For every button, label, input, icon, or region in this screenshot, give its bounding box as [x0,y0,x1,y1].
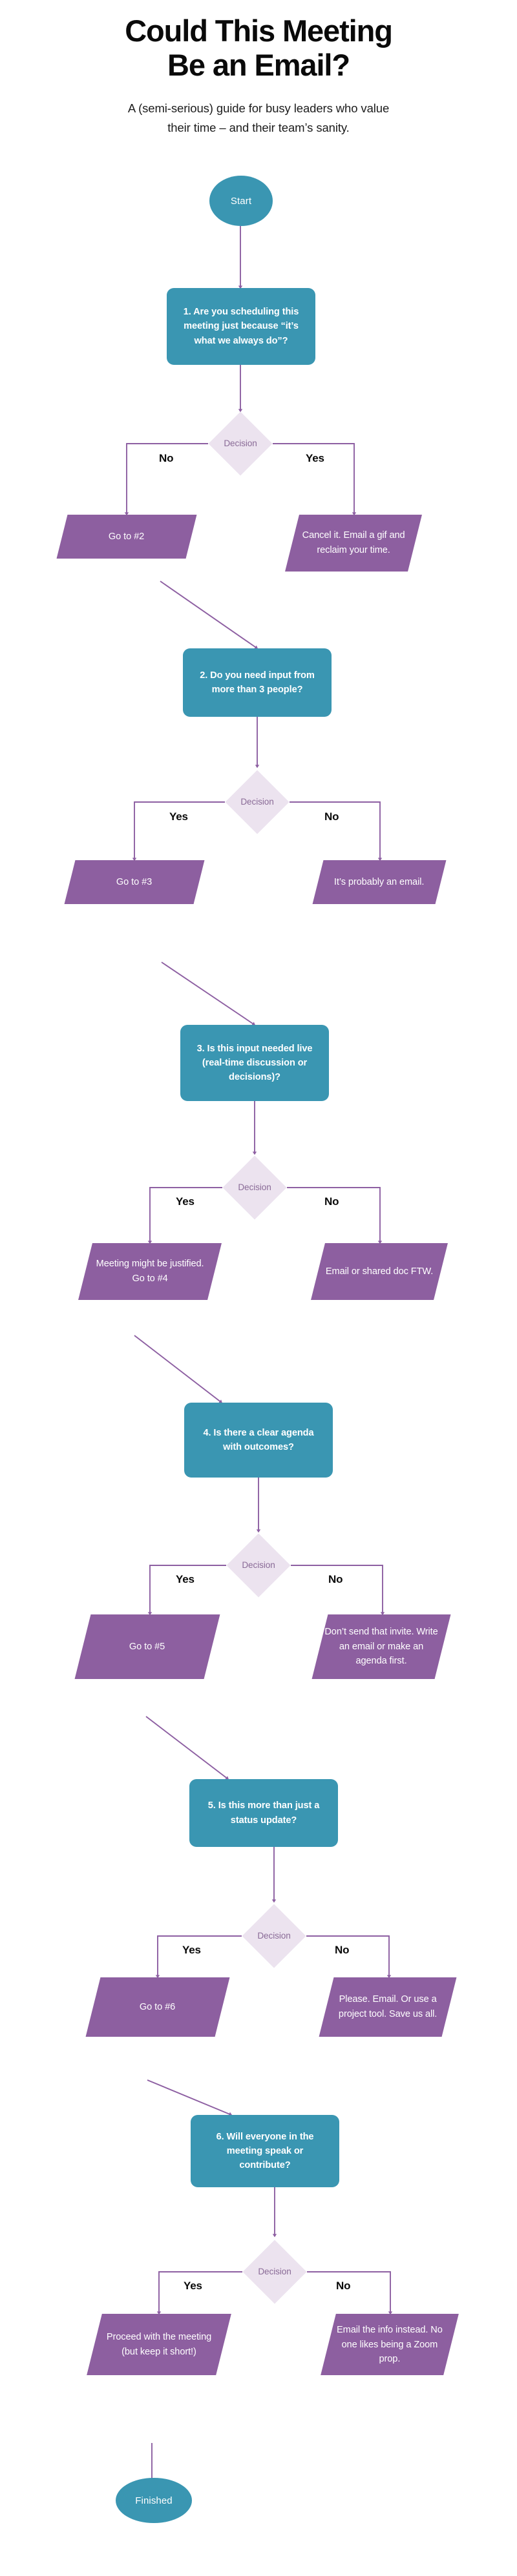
question-box-2[interactable]: 2. Do you need input from more than 3 pe… [183,648,332,717]
decision-diamond-3-label: Decision [238,1182,271,1192]
subtitle-line-2: their time – and their team’s sanity. [167,120,350,134]
question-box-5-label: 5. Is this more than just a status updat… [207,1800,320,1826]
outcome-box-4-right-label: Don’t send that invite. Write an email o… [324,1627,438,1667]
branch-label-1-left: No [159,452,174,464]
start-node-label: Start [230,195,252,207]
end-node-label: Finished [135,2495,173,2506]
outcome-box-6-left[interactable]: Proceed with the meeting (but keep it sh… [87,2314,231,2375]
outcome-box-2-left[interactable]: Go to #3 [64,860,205,904]
question-box-4-label: 4. Is there a clear agenda with outcomes… [203,1427,314,1452]
outcome-box-6-left-label: Proceed with the meeting (but keep it sh… [106,2331,212,2357]
start-node[interactable]: Start [209,176,273,226]
branch-label-6-left: Yes [184,2280,202,2292]
outcome-box-1-right-label: Cancel it. Email a gif and reclaim your … [302,530,405,555]
decision-diamond-5-label: Decision [257,1931,291,1941]
title-line-2: Be an Email? [167,47,350,82]
outcome-box-1-left[interactable]: Go to #2 [56,515,197,559]
outcome-box-3-left-label: Meeting might be justified. Go to #4 [96,1259,204,1284]
decision-diamond-4-label: Decision [242,1560,275,1570]
question-box-6[interactable]: 6. Will everyone in the meeting speak or… [191,2115,339,2187]
outcome-box-2-left-label: Go to #3 [116,876,153,887]
outcome-box-4-left[interactable]: Go to #5 [74,1614,220,1679]
branch-label-6-right: No [336,2280,351,2292]
branch-label-5-left: Yes [182,1944,201,1956]
question-box-4[interactable]: 4. Is there a clear agenda with outcomes… [184,1403,333,1478]
branch-label-2-right: No [324,810,339,823]
branch-label-3-right: No [324,1195,339,1208]
outcome-box-3-left[interactable]: Meeting might be justified. Go to #4 [78,1243,222,1300]
page-subtitle: A (semi-serious) guide for busy leaders … [0,82,517,137]
outcome-box-3-right-label: Email or shared doc FTW. [325,1266,434,1277]
outcome-box-1-right[interactable]: Cancel it. Email a gif and reclaim your … [285,515,422,572]
outcome-box-5-right[interactable]: Please. Email. Or use a project tool. Sa… [319,1977,457,2037]
branch-label-5-right: No [335,1944,350,1956]
question-box-6-label: 6. Will everyone in the meeting speak or… [216,2131,314,2171]
outcome-box-2-right[interactable]: It’s probably an email. [312,860,447,904]
page-title: Could This Meeting Be an Email? [0,0,517,82]
outcome-box-6-right[interactable]: Email the info instead. No one likes bei… [321,2314,459,2375]
outcome-box-5-right-label: Please. Email. Or use a project tool. Sa… [338,1994,438,2019]
branch-label-1-right: Yes [306,452,324,464]
title-line-1: Could This Meeting [125,14,393,48]
branch-label-4-left: Yes [176,1573,195,1585]
outcome-box-3-right[interactable]: Email or shared doc FTW. [311,1243,448,1300]
question-box-5[interactable]: 5. Is this more than just a status updat… [189,1779,338,1847]
question-box-1-label: 1. Are you scheduling this meeting just … [183,307,299,346]
decision-diamond-2-label: Decision [240,797,274,807]
outcome-box-6-right-label: Email the info instead. No one likes bei… [337,2324,443,2364]
question-box-3[interactable]: 3. Is this input needed live (real-time … [180,1025,329,1101]
question-box-3-label: 3. Is this input needed live (real-time … [196,1043,313,1083]
subtitle-line-1: A (semi-serious) guide for busy leaders … [127,101,390,116]
branch-label-2-left: Yes [169,810,188,823]
question-box-2-label: 2. Do you need input from more than 3 pe… [200,670,315,695]
page-header: Could This Meeting Be an Email? A (semi-… [0,0,517,137]
decision-diamond-6-label: Decision [258,2267,291,2276]
outcome-box-4-right[interactable]: Don’t send that invite. Write an email o… [311,1614,451,1679]
branch-label-3-left: Yes [176,1195,195,1208]
outcome-box-5-left[interactable]: Go to #6 [85,1977,230,2037]
outcome-box-5-left-label: Go to #6 [140,2001,176,2012]
outcome-box-1-left-label: Go to #2 [109,531,145,542]
outcome-box-2-right-label: It’s probably an email. [334,876,425,887]
question-box-1[interactable]: 1. Are you scheduling this meeting just … [167,288,315,365]
end-node[interactable]: Finished [116,2478,192,2523]
decision-diamond-1-label: Decision [224,438,257,448]
outcome-box-4-left-label: Go to #5 [129,1641,165,1652]
branch-label-4-right: No [328,1573,343,1585]
